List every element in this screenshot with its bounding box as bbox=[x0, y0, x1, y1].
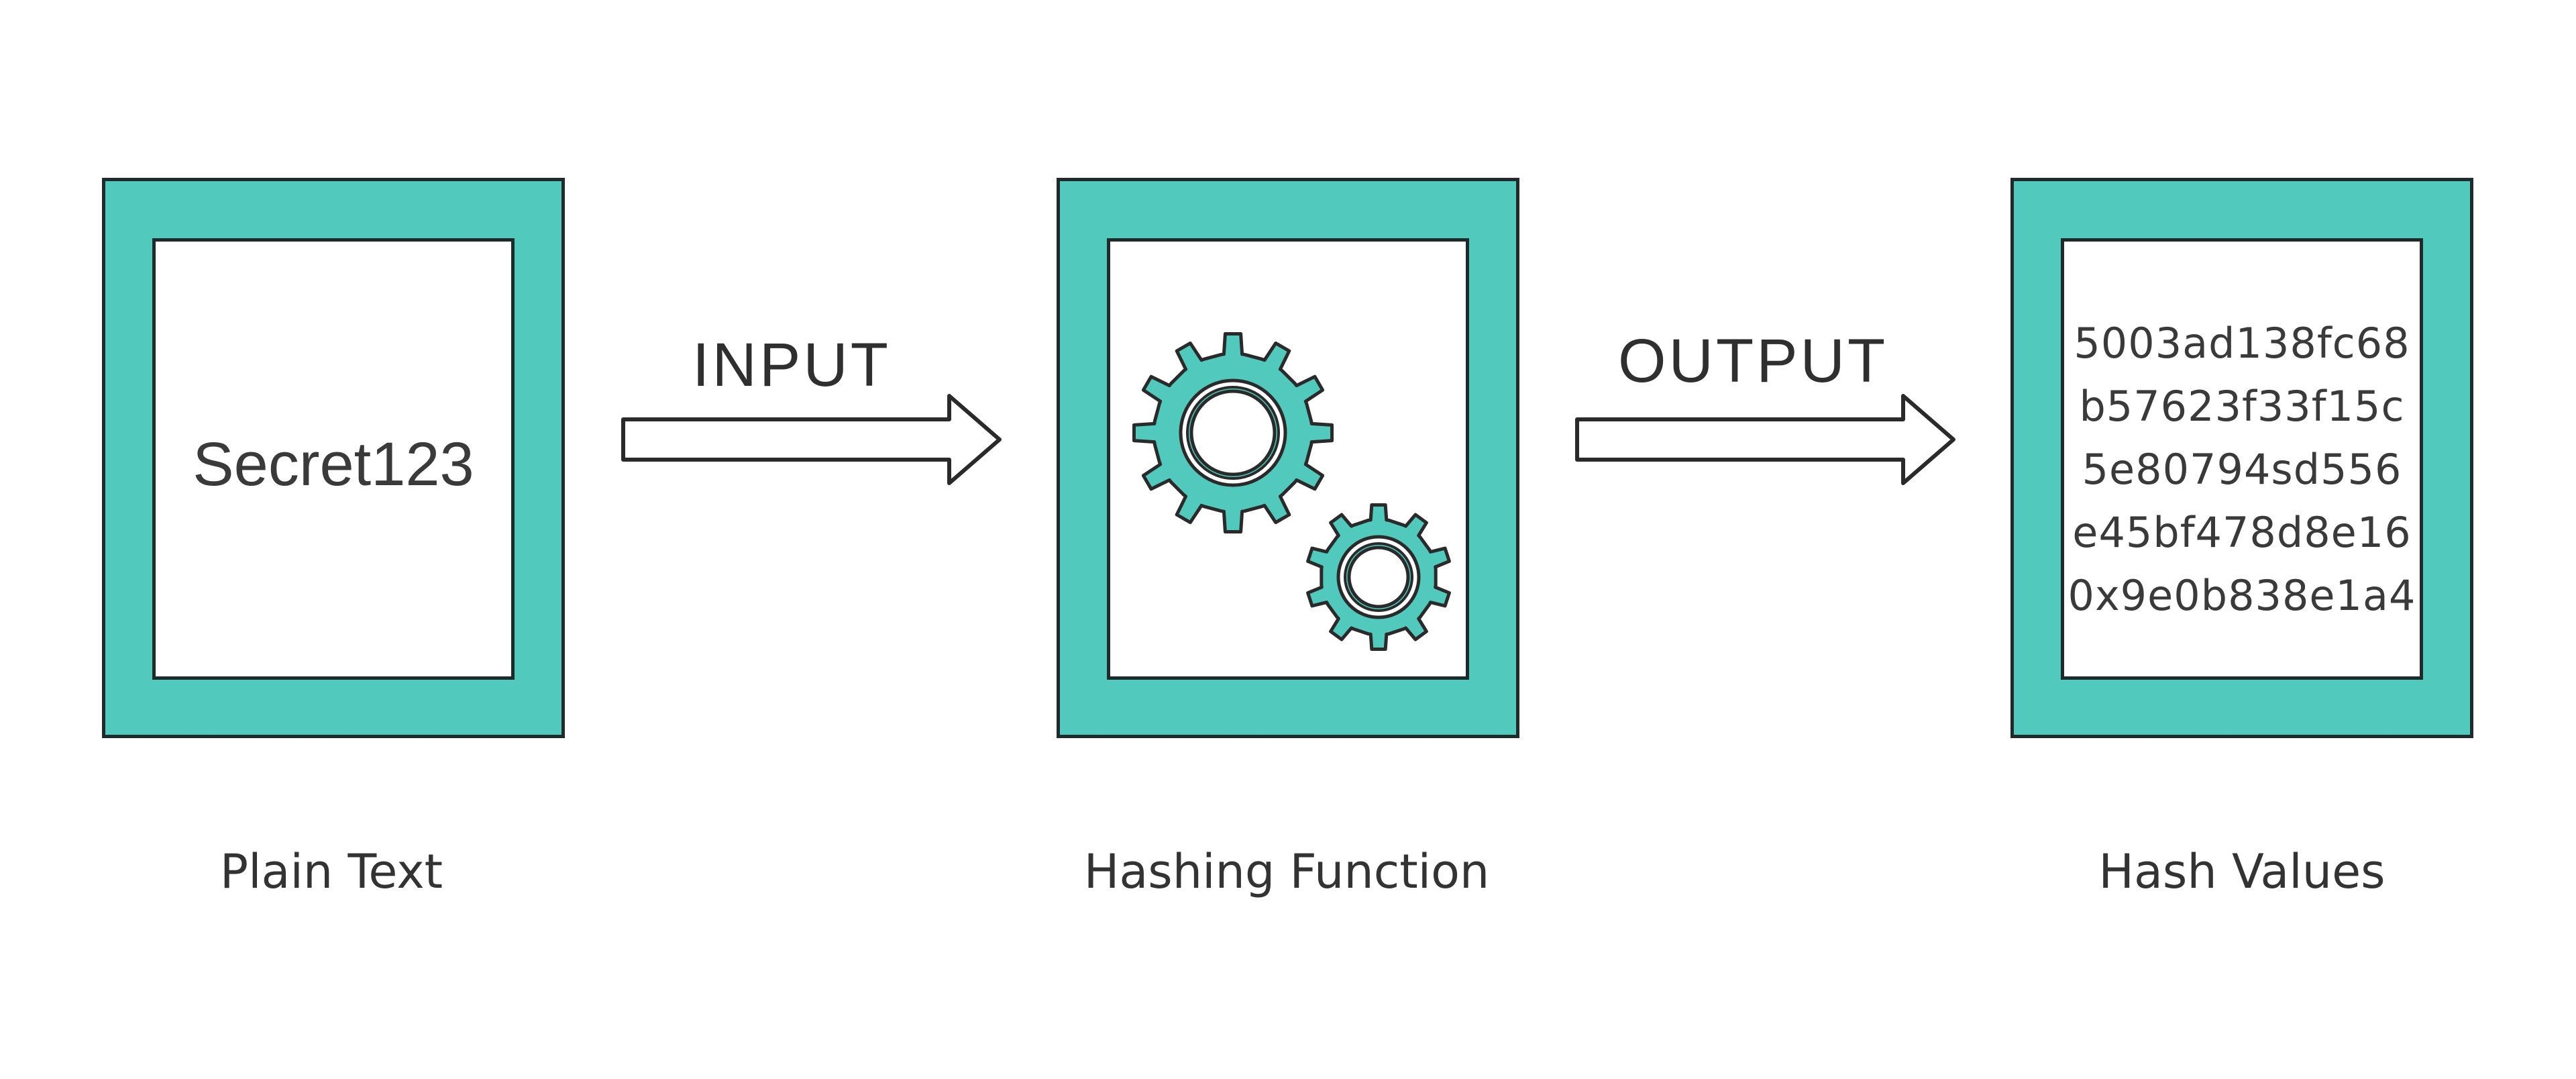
large-gear-icon bbox=[1132, 332, 1334, 533]
gears-icon bbox=[1132, 332, 1451, 651]
hash-value-line: 0x9e0b838e1a4 bbox=[2068, 571, 2416, 620]
output-arrow-icon bbox=[1575, 394, 1955, 485]
hash-value-line: e45bf478d8e16 bbox=[2072, 508, 2412, 557]
small-gear-icon bbox=[1306, 503, 1451, 651]
hashing-function-box bbox=[1107, 238, 1469, 680]
hash-values-panel: 5003ad138fc68 b57623f33f15c 5e80794sd556… bbox=[2010, 178, 2473, 738]
hash-value-line: 5003ad138fc68 bbox=[2074, 319, 2410, 368]
hashing-function-panel bbox=[1057, 178, 1519, 738]
hash-values-box: 5003ad138fc68 b57623f33f15c 5e80794sd556… bbox=[2061, 238, 2423, 680]
hash-values-caption: Hash Values bbox=[2098, 844, 2385, 899]
hash-values-list: 5003ad138fc68 b57623f33f15c 5e80794sd556… bbox=[2064, 312, 2420, 627]
input-arrow-icon bbox=[621, 394, 1002, 485]
plain-text-box: Secret123 bbox=[152, 238, 515, 680]
output-label: OUTPUT bbox=[1618, 327, 1888, 395]
plain-text-panel: Secret123 bbox=[102, 178, 565, 738]
input-label: INPUT bbox=[692, 331, 891, 399]
hashing-function-caption: Hashing Function bbox=[1083, 844, 1490, 899]
hash-value-line: 5e80794sd556 bbox=[2082, 445, 2402, 494]
plain-text-value: Secret123 bbox=[193, 430, 474, 499]
plain-text-caption: Plain Text bbox=[219, 844, 443, 899]
hash-value-line: b57623f33f15c bbox=[2079, 382, 2405, 431]
